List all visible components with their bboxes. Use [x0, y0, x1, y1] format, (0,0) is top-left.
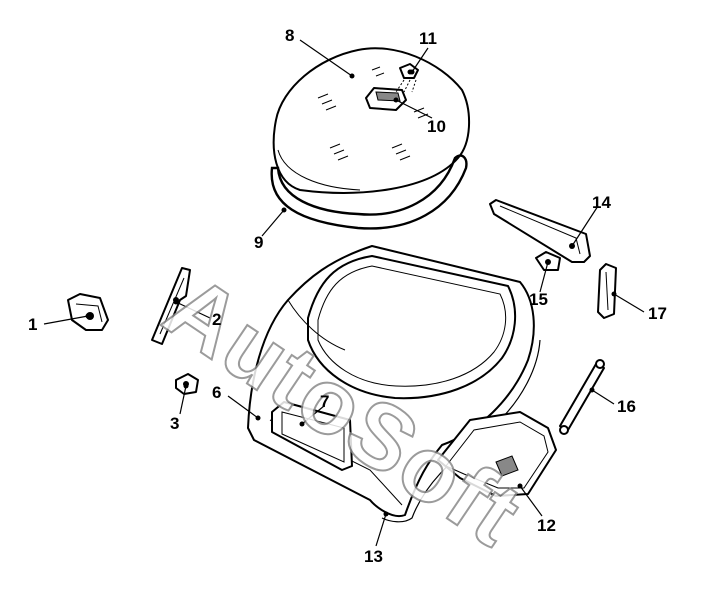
brake-lamp: [365, 87, 407, 111]
callout-15: 15: [529, 290, 548, 309]
callout-16: 16: [617, 397, 636, 416]
callout-6: 6: [212, 383, 222, 402]
callout-13: 13: [364, 547, 383, 566]
callout-7: 7: [320, 392, 330, 411]
callout-17: 17: [648, 304, 667, 323]
leader-lines: [43, 39, 645, 547]
callout-14: 14: [592, 193, 611, 212]
license-plate-recess: [271, 401, 353, 471]
gas-strut: [559, 359, 605, 435]
callout-1: 1: [28, 315, 38, 334]
trim-panel: [437, 411, 557, 497]
callout-9: 9: [254, 233, 264, 252]
spoiler-bracket: [489, 199, 591, 263]
callout-10: 10: [427, 117, 446, 136]
callout-2: 2: [212, 310, 222, 329]
callout-3: 3: [170, 414, 180, 433]
callout-11: 11: [419, 29, 437, 48]
glass-seal: [270, 154, 468, 230]
rear-window-glass: [272, 47, 471, 194]
callout-12: 12: [537, 516, 556, 535]
callout-8: 8: [285, 26, 295, 45]
latch: [67, 293, 109, 331]
hinge-cover: [597, 263, 617, 319]
leader-dots: [85, 69, 617, 517]
